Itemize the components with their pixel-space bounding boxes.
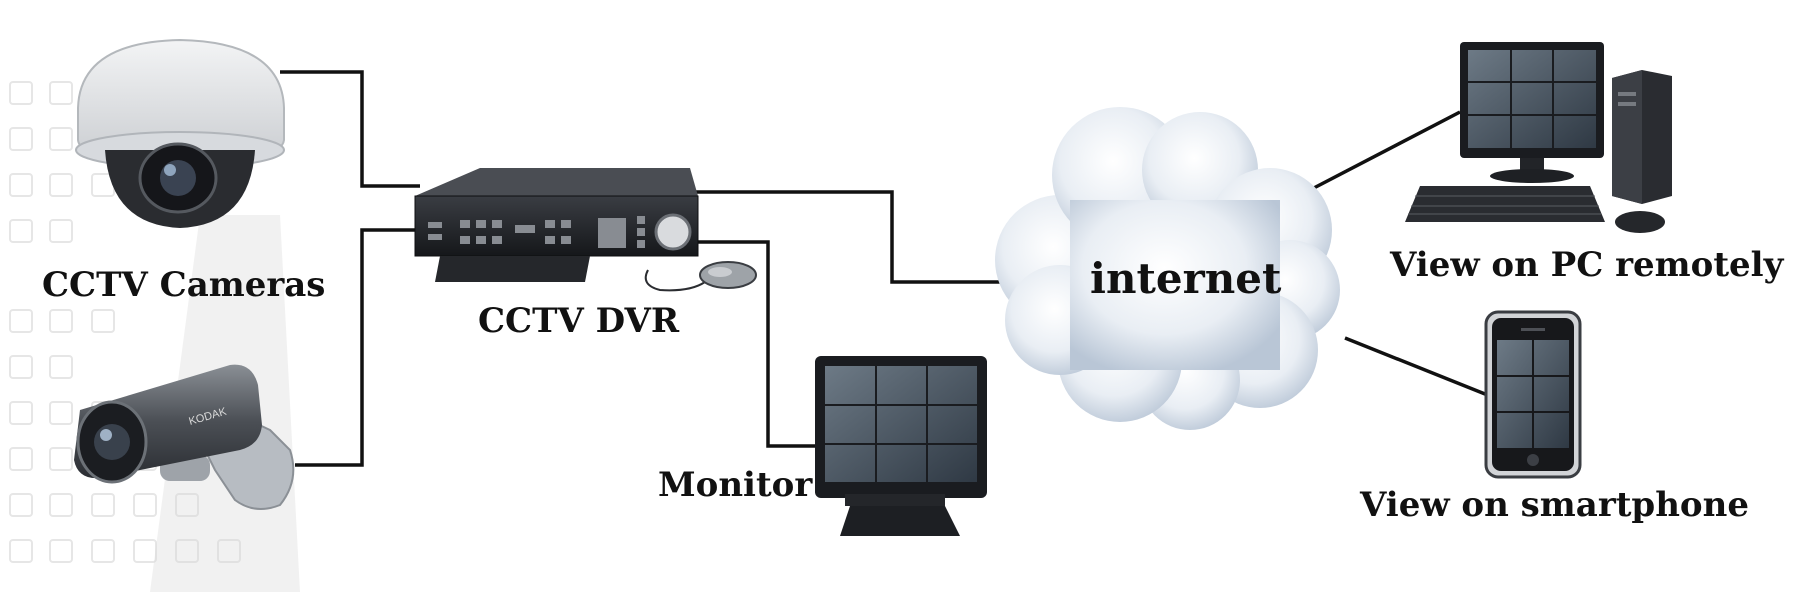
desktop-pc-icon bbox=[1405, 42, 1672, 233]
internet-label: internet bbox=[1090, 254, 1282, 303]
bullet-camera-icon: KODAK bbox=[74, 364, 295, 510]
cameras-label: CCTV Cameras bbox=[42, 265, 326, 305]
smartphone-label: View on smartphone bbox=[1360, 485, 1749, 525]
monitor-icon bbox=[815, 356, 987, 536]
pc-label: View on PC remotely bbox=[1390, 245, 1784, 285]
connection-lines bbox=[280, 70, 1491, 467]
cloud-icon bbox=[995, 107, 1340, 430]
line-cloud-to-pc bbox=[1309, 110, 1461, 192]
line-dvr-to-cloud bbox=[690, 190, 1010, 284]
line-bullet-to-dvr bbox=[295, 228, 420, 467]
smartphone-icon bbox=[1484, 310, 1582, 479]
monitor-label: Monitor bbox=[658, 465, 813, 505]
line-dvr-to-monitor bbox=[695, 240, 830, 448]
dvr-label: CCTV DVR bbox=[478, 301, 680, 341]
mouse-icon bbox=[644, 261, 757, 292]
dome-camera-icon bbox=[75, 38, 285, 228]
line-cloud-to-phone bbox=[1344, 336, 1491, 398]
background-pattern bbox=[9, 81, 241, 563]
dvr-icon bbox=[414, 168, 699, 282]
line-dome-to-dvr bbox=[280, 70, 420, 188]
